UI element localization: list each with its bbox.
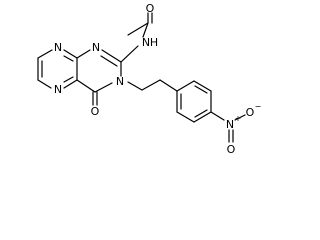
bond-n3-ch2 <box>127 81 143 91</box>
chemical-structure-diagram: O N H N N N N O N + O − O <box>37 2 261 156</box>
bond-c4a-c4 <box>76 79 96 93</box>
bond-ph-4-5 <box>193 111 212 123</box>
bond-ph-1-2 <box>176 80 195 92</box>
amide-hydrogen-label: H <box>150 36 158 49</box>
ring-nitrogen-n8-label: N <box>54 41 62 54</box>
bond-c4-n3 <box>94 82 113 93</box>
atom-labels: O N H N N N N O N + O − O <box>54 2 261 156</box>
bond-methyl-carbonyl <box>127 22 149 36</box>
bond-ph-inner-b <box>194 85 208 94</box>
bond-n5-c4a-a <box>63 79 78 89</box>
bond-c8a-n8-inner <box>63 55 74 62</box>
bond-ch2-ch2 <box>141 79 161 91</box>
bond-c6-n5 <box>37 79 52 89</box>
bond-ph-inner-c <box>194 109 208 118</box>
ring-nitrogen-n3-label: N <box>116 75 124 88</box>
ring-nitrogen-n1-label: N <box>92 41 100 54</box>
nitro-nitrogen-charge: + <box>235 114 242 123</box>
carbonyl-oxygen-label: O <box>91 105 100 118</box>
bond-n5-c4a-b <box>63 76 74 83</box>
bond-ph-5-6 <box>176 111 195 123</box>
ring-nitrogen-n5-label: N <box>54 83 62 96</box>
amide-nitrogen-label: N <box>142 36 150 49</box>
bond-ph-2-3 <box>193 80 212 92</box>
acetyl-oxygen-label: O <box>146 2 155 15</box>
bond-c8a-n8 <box>63 49 78 59</box>
bonds <box>37 12 246 143</box>
nitro-nitrogen-label: N <box>226 118 234 131</box>
nitro-oxygen-double-label: O <box>227 143 236 156</box>
bond-nh-c2 <box>120 45 139 63</box>
bond-ch2-phenyl <box>159 79 178 92</box>
bond-nitro-o-single <box>234 114 246 121</box>
bond-c2-n1-a <box>101 49 122 63</box>
nitro-oxygen-single-label: O <box>246 106 255 119</box>
bond-ph-nitro-n <box>210 111 225 121</box>
nitro-oxygen-charge: − <box>255 102 262 111</box>
bond-c2-n1-b <box>100 55 118 67</box>
bond-n1-c8a <box>76 49 91 59</box>
bond-n8-c7 <box>37 49 53 59</box>
bond-carbonyl-nh <box>142 22 149 38</box>
